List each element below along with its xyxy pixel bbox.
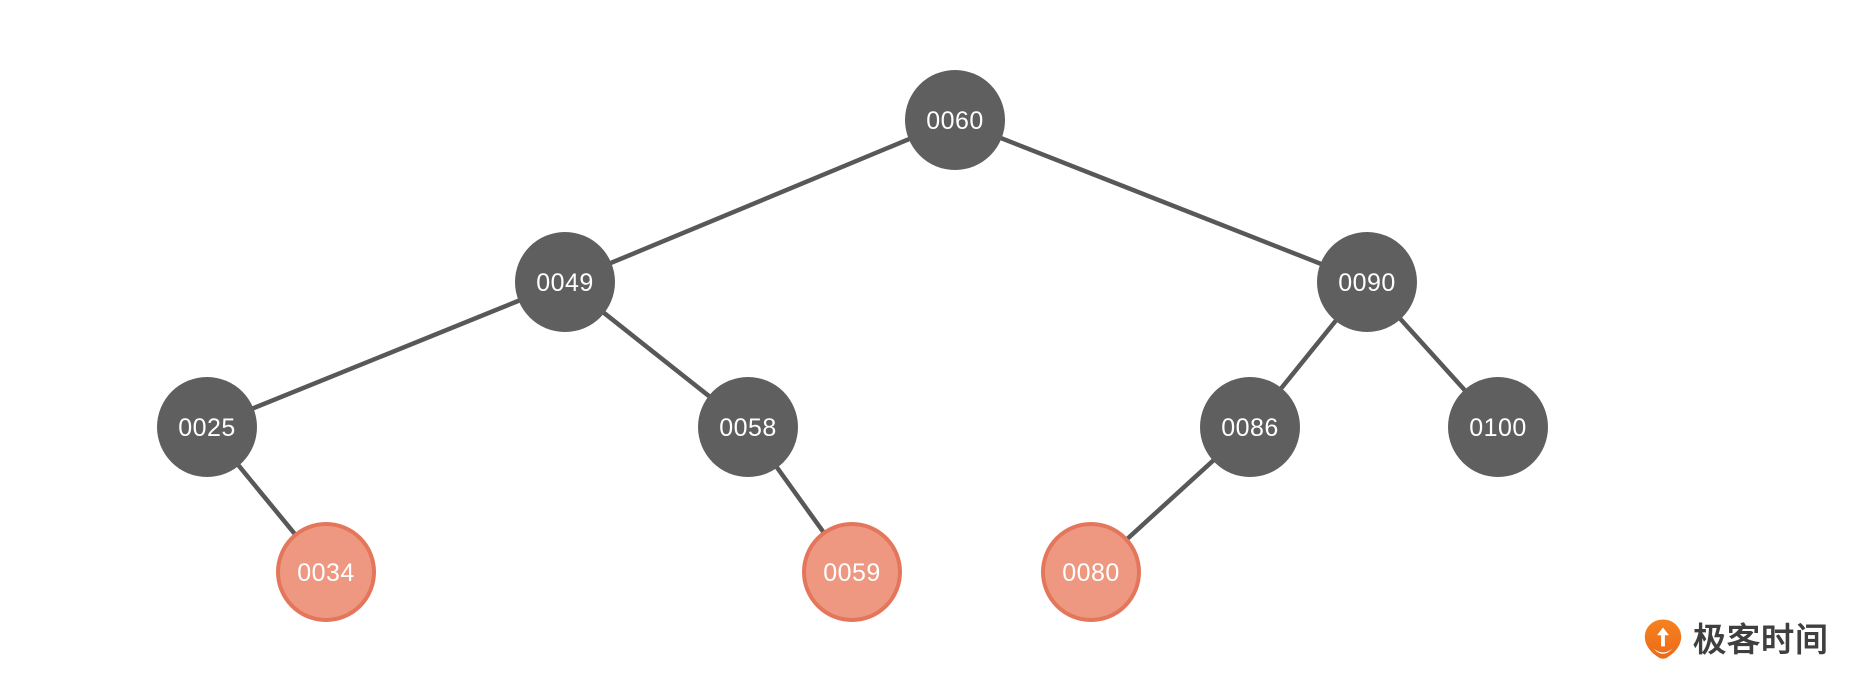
tree-node-0060[interactable]: 0060 (905, 70, 1005, 170)
tree-node-0090[interactable]: 0090 (1317, 232, 1417, 332)
tree-edge-0090-0100 (1396, 315, 1469, 394)
tree-edge-0025-0034 (235, 461, 300, 539)
tree-edge-0060-0049 (607, 136, 913, 266)
tree-node-circle[interactable] (157, 377, 257, 477)
tree-node-circle[interactable] (1317, 232, 1417, 332)
tree-edge-0060-0090 (997, 135, 1325, 267)
tree-node-circle[interactable] (1041, 522, 1141, 622)
tree-node-0049[interactable]: 0049 (515, 232, 615, 332)
tree-node-0034[interactable]: 0034 (276, 522, 376, 622)
watermark-label: 极客时间 (1693, 620, 1829, 658)
tree-node-circle[interactable] (515, 232, 615, 332)
tree-node-circle[interactable] (276, 522, 376, 622)
tree-node-0058[interactable]: 0058 (698, 377, 798, 477)
tree-node-circle[interactable] (1200, 377, 1300, 477)
tree-node-0086[interactable]: 0086 (1200, 377, 1300, 477)
tree-edge-0090-0086 (1277, 317, 1340, 392)
edge-layer (235, 135, 1469, 544)
tree-node-circle[interactable] (698, 377, 798, 477)
tree-node-circle[interactable] (905, 70, 1005, 170)
tree-node-0025[interactable]: 0025 (157, 377, 257, 477)
tree-edge-0058-0059 (773, 463, 828, 537)
tree-node-circle[interactable] (1448, 377, 1548, 477)
tree-edge-0049-0025 (249, 297, 523, 412)
tree-node-circle[interactable] (802, 522, 902, 622)
geektime-pin-logo-icon (1644, 619, 1682, 659)
tree-node-0100[interactable]: 0100 (1448, 377, 1548, 477)
node-layer: 0060 0049 0090 0025 0058 0086 0100 0034 0059 0080 (157, 70, 1548, 622)
tree-node-0059[interactable]: 0059 (802, 522, 902, 622)
tree-node-0080[interactable]: 0080 (1041, 522, 1141, 622)
tree-edge-0086-0080 (1122, 457, 1217, 544)
watermark: 极客时间 (1642, 618, 1829, 660)
tree-edge-0049-0058 (600, 309, 713, 400)
